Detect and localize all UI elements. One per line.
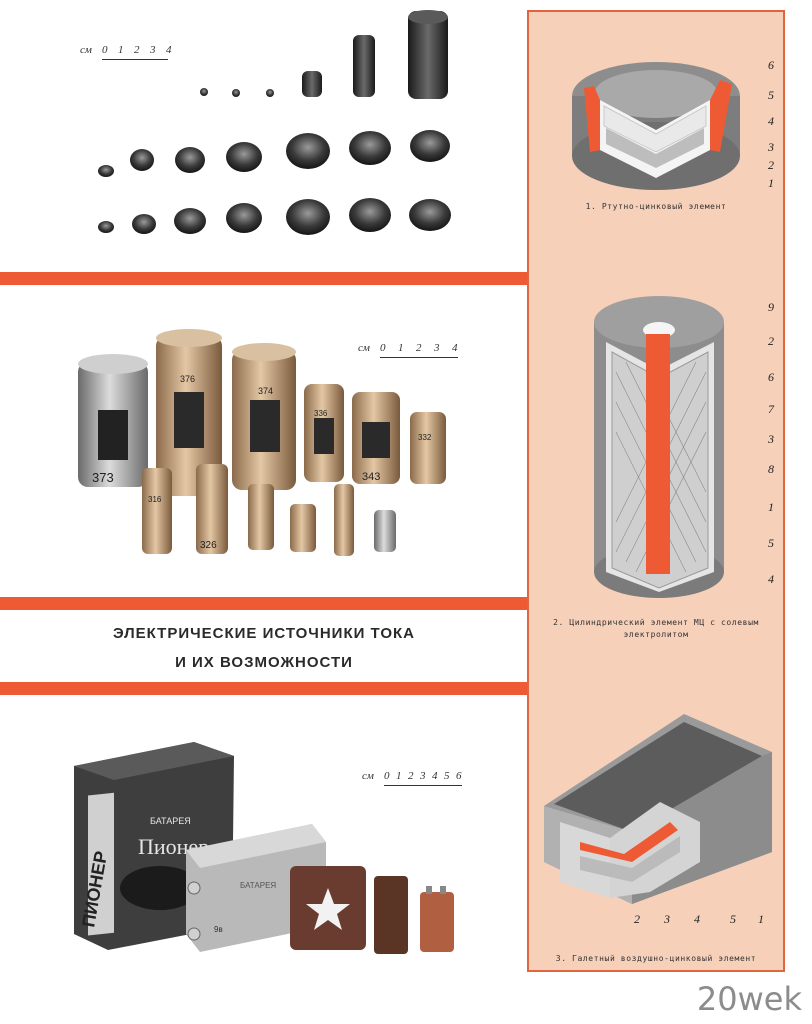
cell-label: 373 bbox=[92, 470, 114, 485]
small-pack-label: БАТАРЕЯ bbox=[240, 881, 276, 890]
scale-tick: 2 bbox=[134, 44, 140, 56]
stripe-middle-top bbox=[0, 597, 528, 610]
cell-label: 326 bbox=[200, 540, 217, 551]
diagram2-callout-2: 2 bbox=[768, 334, 774, 348]
diagram3-caption: 3. Галетный воздушно-цинковый элемент bbox=[555, 954, 757, 963]
diagram2-callout-9: 9 bbox=[768, 300, 774, 314]
diagram1-callout-1: 1 bbox=[768, 176, 774, 190]
scale-tick: 1 bbox=[398, 342, 404, 354]
cell-label: 376 bbox=[180, 374, 195, 384]
diagram-cylindrical bbox=[594, 296, 724, 598]
cell-label: 374 bbox=[258, 386, 273, 396]
cell-label: 332 bbox=[418, 433, 432, 442]
stripe-middle-bottom bbox=[0, 682, 528, 695]
diagram2-callout-1: 1 bbox=[768, 500, 774, 514]
diagram1-callout-4: 4 bbox=[768, 114, 774, 128]
scale-tick: 4 bbox=[166, 44, 172, 56]
page-title-line1: ЭЛЕКТРИЧЕСКИЕ ИСТОЧНИКИ ТОКА bbox=[113, 625, 415, 642]
scale-bar-middle: см 0 1 2 3 4 bbox=[358, 342, 468, 362]
pack-type-label: БАТАРЕЯ bbox=[150, 816, 191, 826]
scale-tick: 2 bbox=[416, 342, 422, 354]
scale-unit: см bbox=[358, 342, 370, 354]
scale-unit: см bbox=[80, 44, 92, 56]
scale-tick: 6 bbox=[456, 770, 462, 782]
page-title-line2: И ИХ ВОЗМОЖНОСТИ bbox=[175, 654, 353, 671]
diagram-mercury-zinc bbox=[572, 62, 740, 190]
diagram2-callout-8: 8 bbox=[768, 462, 774, 476]
scale-tick: 4 bbox=[432, 770, 438, 782]
cell-label: 343 bbox=[362, 471, 380, 483]
scale-tick: 2 bbox=[408, 770, 414, 782]
scale-bar-top: см 0 1 2 3 4 bbox=[80, 44, 172, 64]
cylindrical-cells-photo: 373 376 374 336 343 332 316 326 bbox=[78, 329, 446, 556]
scale-tick: 1 bbox=[118, 44, 124, 56]
diagram3-callout-1: 1 bbox=[758, 912, 764, 926]
scale-tick: 4 bbox=[452, 342, 458, 354]
scale-tick: 5 bbox=[444, 770, 450, 782]
button-cells-photo bbox=[98, 10, 451, 235]
diagram2-callout-7: 7 bbox=[768, 402, 774, 416]
cell-label: 316 bbox=[148, 495, 162, 504]
scale-tick: 0 bbox=[102, 44, 108, 56]
diagram1-caption: 1. Ртутно-цинковый элемент bbox=[585, 202, 727, 211]
scale-tick: 3 bbox=[420, 770, 426, 782]
scale-tick: 1 bbox=[396, 770, 402, 782]
scale-tick: 3 bbox=[434, 342, 440, 354]
diagram2-callout-3: 3 bbox=[768, 432, 774, 446]
diagram2-callout-6: 6 bbox=[768, 370, 774, 384]
watermark: 20wek bbox=[696, 980, 802, 1018]
scale-tick: 0 bbox=[380, 342, 386, 354]
scale-bar-bottom: см 0 1 2 3 4 5 6 bbox=[362, 770, 472, 790]
scale-unit: см bbox=[362, 770, 374, 782]
diagram1-callout-5: 5 bbox=[768, 88, 774, 102]
diagram-air-zinc bbox=[544, 714, 772, 904]
scale-tick: 0 bbox=[384, 770, 390, 782]
diagram3-callout-5: 5 bbox=[730, 912, 736, 926]
diagram2-callout-5: 5 bbox=[768, 536, 774, 550]
diagram2-callout-4: 4 bbox=[768, 572, 774, 586]
stripe-top bbox=[0, 272, 528, 285]
diagram3-callout-4: 4 bbox=[694, 912, 700, 926]
diagram1-callout-3: 3 bbox=[768, 140, 774, 154]
scale-tick: 3 bbox=[150, 44, 156, 56]
diagram1-callout-2: 2 bbox=[768, 158, 774, 172]
diagram3-callout-3: 3 bbox=[664, 912, 670, 926]
diagram3-callout-2: 2 bbox=[634, 912, 640, 926]
battery-packs-photo: ПИОНЕР БАТАРЕЯ Пионер БАТАРЕЯ 9в bbox=[74, 742, 454, 954]
cell-label: 336 bbox=[314, 409, 328, 418]
diagram2-caption-line1: 2. Цилиндрический элемент МЦ с солевым bbox=[553, 618, 759, 627]
diagram2-caption-line2: электролитом bbox=[623, 630, 689, 639]
diagram1-callout-6: 6 bbox=[768, 58, 774, 72]
small-pack-voltage: 9в bbox=[214, 925, 223, 934]
